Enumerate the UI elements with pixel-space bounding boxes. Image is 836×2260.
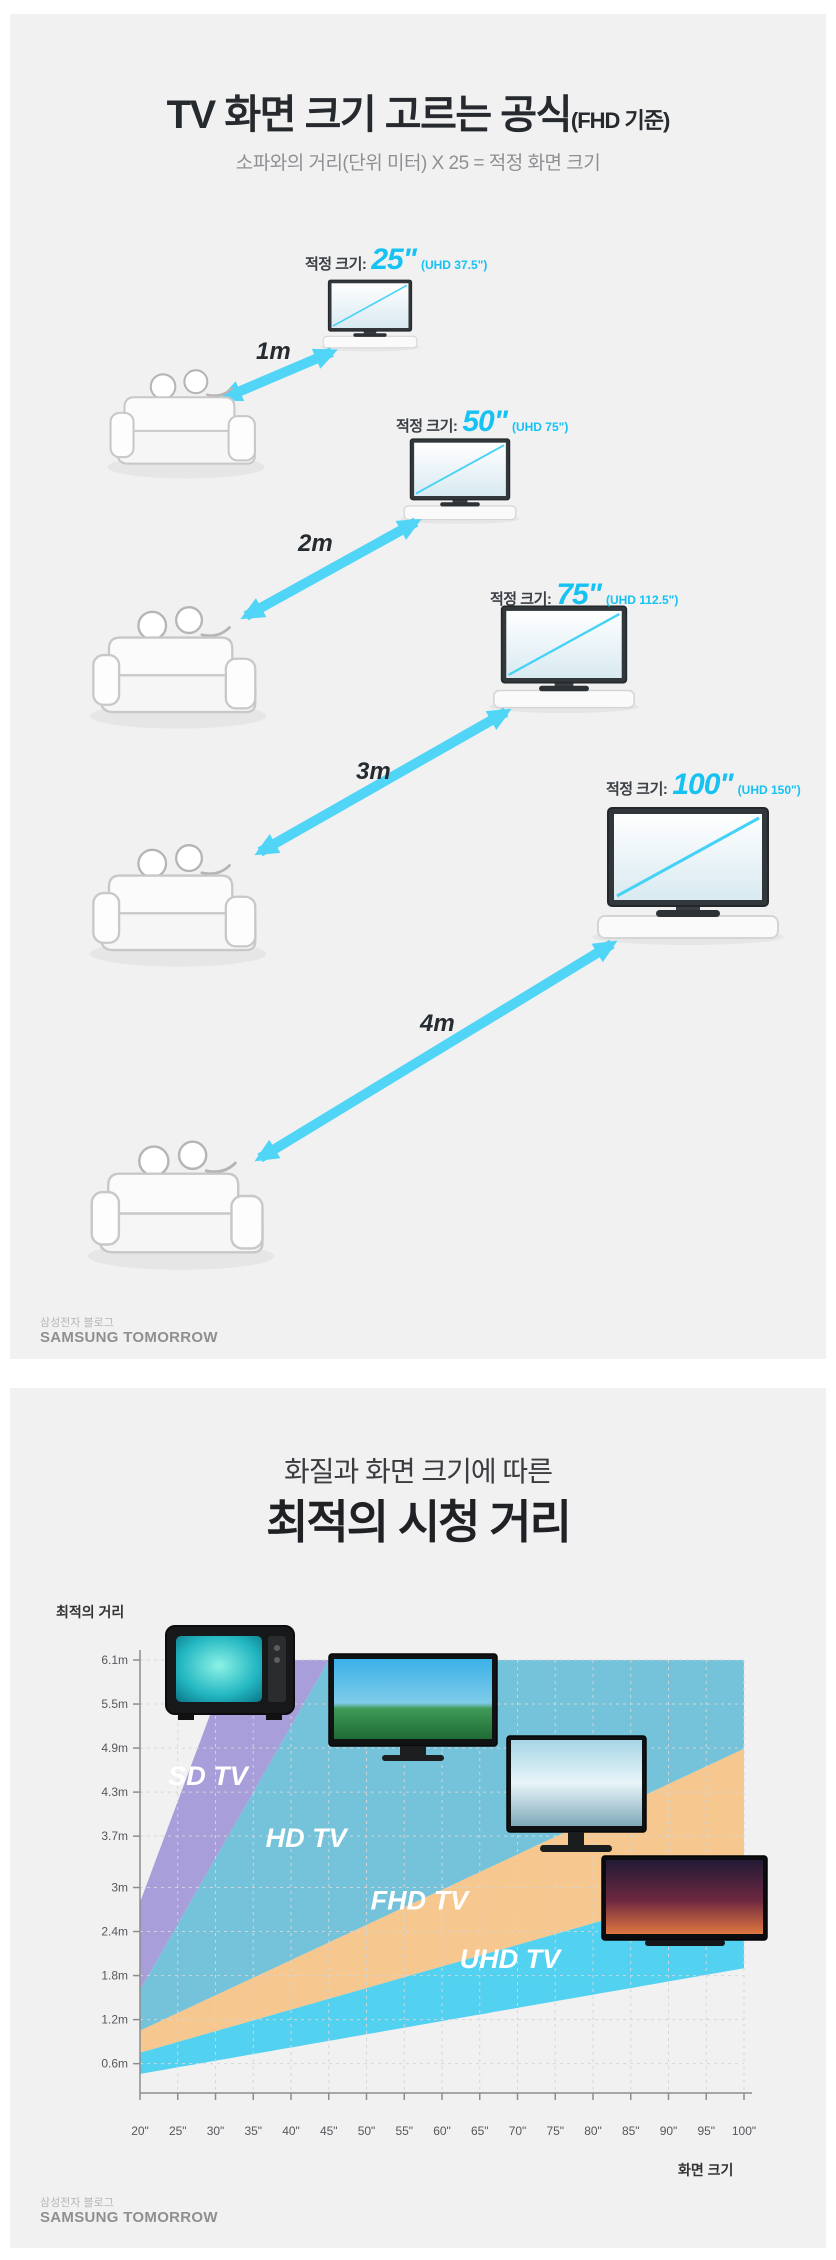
x-tick-label: 55" (395, 2124, 413, 2138)
tv-size-label-4: 적정 크기: 100" (UHD 150") (606, 768, 801, 802)
y-tick-label: 3m (111, 1881, 128, 1895)
x-axis-title: 화면 크기 (678, 2162, 734, 2178)
chart-axes (133, 1650, 752, 2100)
diagram-row-3 (88, 605, 641, 969)
diagram-row-1 (106, 279, 421, 480)
distance-label-4m: 4m (420, 1010, 455, 1037)
distance-label-1m: 1m (256, 338, 291, 365)
band-label-uhd-tv: UHD TV (460, 1944, 562, 1974)
distance-arrow-4m (254, 939, 618, 1163)
tv-illustration-75in (487, 605, 641, 715)
distance-label-3m: 3m (356, 758, 391, 785)
x-tick-label: 100" (732, 2124, 756, 2138)
band-label-hd-tv: HD TV (266, 1823, 349, 1853)
footer-blog-label-2: 삼성전자 블로그 (40, 2197, 114, 2209)
y-tick-label: 1.8m (101, 1969, 128, 1983)
sd-crt-tv-image (165, 1625, 295, 1720)
x-tick-label: 90" (660, 2124, 678, 2138)
hd-tv-image (328, 1653, 498, 1761)
y-axis-title: 최적의 거리 (56, 1604, 125, 1620)
x-tick-label: 25" (169, 2124, 187, 2138)
size-label-uhd-note: (UHD 150") (737, 783, 801, 797)
tv-size-label-1: 적정 크기: 25" (UHD 37.5") (305, 243, 487, 277)
x-tick-label: 65" (471, 2124, 489, 2138)
y-tick-label: 5.5m (101, 1697, 128, 1711)
y-tick-label: 3.7m (101, 1829, 128, 1843)
tv-illustration-100in (590, 806, 786, 947)
chart-title: 최적의 시청 거리 (266, 1496, 572, 1548)
x-tick-label: 40" (282, 2124, 300, 2138)
sofa-illustration-3 (88, 843, 268, 969)
size-label-value: 75" (556, 578, 602, 611)
footer-blog-label-1: 삼성전자 블로그 (40, 1317, 114, 1329)
size-label-prefix: 적정 크기: (396, 418, 458, 435)
size-label-prefix: 적정 크기: (305, 256, 367, 273)
tv-illustration-25in (319, 279, 421, 353)
x-tick-label: 20" (131, 2124, 149, 2138)
band-label-sd-tv: SD TV (168, 1761, 250, 1791)
size-label-prefix: 적정 크기: (606, 781, 668, 798)
y-tick-label: 6.1m (101, 1653, 128, 1667)
y-tick-label: 4.3m (101, 1785, 128, 1799)
x-tick-label: 85" (622, 2124, 640, 2138)
size-label-value: 50" (462, 405, 508, 438)
size-label-value: 100" (672, 768, 733, 801)
x-tick-label: 50" (358, 2124, 376, 2138)
y-tick-label: 0.6m (101, 2057, 128, 2071)
page-title-suffix: (FHD 기준) (570, 108, 670, 133)
distance-label-2m: 2m (298, 530, 333, 557)
y-tick-label: 4.9m (101, 1741, 128, 1755)
size-label-uhd-note: (UHD 112.5") (605, 593, 679, 607)
x-tick-label: 95" (697, 2124, 715, 2138)
x-tick-label: 75" (546, 2124, 564, 2138)
x-tick-label: 60" (433, 2124, 451, 2138)
page-title-main: TV 화면 크기 고르는 공식 (166, 93, 573, 137)
fhd-tv-image (506, 1735, 647, 1852)
diagram-row-4 (86, 806, 786, 1272)
tv-illustration-50in (399, 438, 521, 525)
x-tick-label: 35" (244, 2124, 262, 2138)
formula-subtitle: 소파와의 거리(단위 미터) X 25 = 적정 화면 크기 (235, 153, 601, 174)
chart-tick-labels: 6.1m 5.5m 4.9m 4.3m 3.7m 3m 2.4m 1.8m 1.2m 0.6m 20… (101, 1653, 756, 2138)
tv-size-label-3: 적정 크기: 75" (UHD 112.5") (490, 578, 678, 612)
distance-arrow-2m (240, 517, 422, 621)
sofa-illustration-2 (88, 605, 268, 731)
distance-arrow-3m (254, 707, 512, 857)
footer-brand-2: SAMSUNG TOMORROW (40, 2209, 218, 2226)
band-label-fhd-tv: FHD TV (371, 1886, 470, 1916)
tv-size-label-2: 적정 크기: 50" (UHD 75") (396, 405, 568, 439)
y-tick-label: 2.4m (101, 1925, 128, 1939)
size-label-value: 25" (371, 243, 417, 276)
size-label-uhd-note: (UHD 75") (511, 420, 569, 434)
page-title: TV 화면 크기 고르는 공식(FHD 기준) (0, 82, 836, 140)
diagram-row-2 (88, 438, 521, 731)
x-tick-label: 70" (509, 2124, 527, 2138)
footer-brand-1: SAMSUNG TOMORROW (40, 1329, 218, 1346)
sofa-illustration-4 (86, 1140, 276, 1272)
x-tick-label: 30" (207, 2124, 225, 2138)
x-tick-label: 45" (320, 2124, 338, 2138)
chart-band-labels: SD TV HD TV FHD TV UHD TV (168, 1761, 562, 1974)
size-label-prefix: 적정 크기: (490, 591, 552, 608)
size-label-uhd-note: (UHD 37.5") (420, 258, 488, 272)
uhd-tv-image (601, 1855, 768, 1946)
y-tick-label: 1.2m (101, 2013, 128, 2027)
chart-tv-images (165, 1625, 768, 1946)
chart-subtitle: 화질과 화면 크기에 따른 (284, 1456, 553, 1487)
distance-arrow-1m (218, 347, 338, 403)
x-tick-label: 80" (584, 2124, 602, 2138)
